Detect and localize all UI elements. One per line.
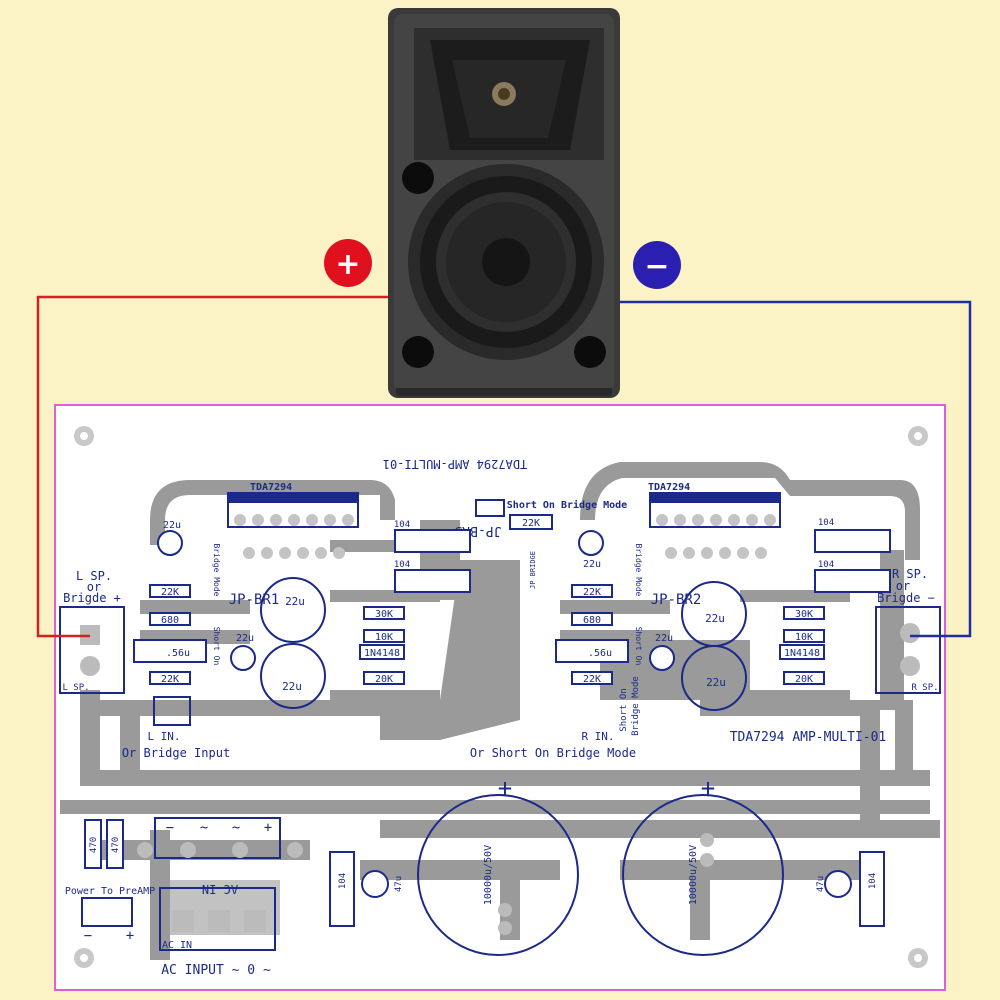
silkscreen: TDA7294 AMP-MULTI-01 TDA7294 AMP-MULTI-0… xyxy=(65,457,886,978)
left-r22k: 22K xyxy=(161,587,179,598)
negative-badge: − xyxy=(633,241,681,289)
bridge-plus: + xyxy=(264,820,272,836)
left-sp-1: L SP. xyxy=(76,569,112,583)
left-c104-1: 104 xyxy=(394,520,410,530)
ac-in-label: AC IN xyxy=(162,940,192,951)
right-ic-label: TDA7294 xyxy=(648,482,690,493)
right-cap-big-2: 22u xyxy=(706,676,726,689)
right-in-label: R IN. xyxy=(581,730,614,743)
left-cap-22u-top: 22u xyxy=(163,520,181,531)
left-mirror-1: Bridge Mode xyxy=(212,544,221,597)
left-cap-big-1: 22u xyxy=(285,595,305,608)
left-r10k: 10K xyxy=(375,632,393,643)
left-r680: 680 xyxy=(161,615,179,626)
minus-badge-label: − xyxy=(644,249,669,284)
right-r680: 680 xyxy=(583,615,601,626)
board-title-right: TDA7294 AMP-MULTI-01 xyxy=(730,730,887,745)
left-r30k: 30K xyxy=(375,609,393,620)
ac-input-caption: AC INPUT ~ 0 ~ xyxy=(161,963,271,978)
right-cap-22u-top: 22u xyxy=(583,559,601,570)
bridge-resistor: 22K xyxy=(475,499,553,530)
left-jumper: JP-BR1 xyxy=(229,592,280,608)
right-sp-3: Brigde − xyxy=(877,591,935,605)
plus-badge-label: + xyxy=(335,247,360,282)
left-input-caption: Or Bridge Input xyxy=(122,746,230,760)
left-diode: 1N4148 xyxy=(364,648,400,659)
speaker-cabinet xyxy=(388,8,620,398)
big-cap-right-plus: + xyxy=(701,774,715,802)
right-sp-1: R SP. xyxy=(892,567,928,581)
right-diode: 1N4148 xyxy=(784,648,820,659)
right-r20k: 20K xyxy=(795,674,813,685)
positive-badge: + xyxy=(324,239,372,287)
bridge-ac2: ~ xyxy=(232,820,240,836)
right-r30k: 30K xyxy=(795,609,813,620)
short-on-bridge-top: Short On Bridge Mode xyxy=(507,499,627,511)
big-cap-right: 10000u/50V + xyxy=(622,774,784,956)
bridge-minus: − xyxy=(166,820,174,836)
left-mirror-2: Short On xyxy=(212,627,221,666)
bridge-rectifier: − ~ ~ + xyxy=(137,817,303,859)
bridge-resistor-label: 22K xyxy=(522,518,540,529)
preamp-resistors: 470 470 xyxy=(81,819,133,927)
r470-a: 470 xyxy=(89,837,99,853)
pcb-board: TDA7294 AMP-MULTI-01 TDA7294 AMP-MULTI-0… xyxy=(54,404,946,991)
big-cap-left-plus: + xyxy=(498,774,512,802)
right-cap-big-1: 22u xyxy=(705,612,725,625)
r-bridge-mode: Bridge Mode xyxy=(631,676,641,736)
left-sp-3: Brigde + xyxy=(63,591,121,605)
right-mirror-1: Bridge Mode xyxy=(634,544,643,597)
right-mirror-2: Short On xyxy=(634,627,643,666)
jp-bridge-label: JP BRIDGE xyxy=(529,551,537,589)
c47u-right-label: 47u xyxy=(816,876,826,892)
ac-in-connector xyxy=(159,887,276,951)
big-cap-left-label: 10000u/50V xyxy=(483,845,494,905)
ic-pins xyxy=(234,514,776,559)
left-channel: TDA7294 JP-BR1 L SP. or Brigde + L SP. L… xyxy=(59,482,471,743)
copper-traces xyxy=(60,462,940,960)
c47u-right: 47u xyxy=(816,870,852,898)
right-jumper: JP-BR2 xyxy=(651,592,702,608)
r-short-on: Short On xyxy=(619,688,629,731)
right-sp-small: R SP. xyxy=(911,683,938,693)
left-cap-big-2: 22u xyxy=(282,680,302,693)
c47u-left: 47u xyxy=(361,870,404,898)
positive-wire xyxy=(36,295,388,638)
board-title-top: TDA7294 AMP-MULTI-01 xyxy=(383,457,528,471)
left-c56: .56u xyxy=(166,648,190,659)
power-to-preamp: Power To PreAMP xyxy=(65,886,155,897)
right-r22k: 22K xyxy=(583,587,601,598)
r470-b: 470 xyxy=(111,837,121,853)
left-c104-2: 104 xyxy=(394,560,410,570)
left-ic-label: TDA7294 xyxy=(250,482,292,493)
left-in-label: L IN. xyxy=(147,730,180,743)
left-cap-small: 22u xyxy=(236,633,254,644)
bridge-ac1: ~ xyxy=(200,820,208,836)
left-sp-small: L SP. xyxy=(62,683,89,693)
negative-wire xyxy=(620,300,972,638)
left-sp-2: or xyxy=(87,580,101,594)
right-r22k-2: 22K xyxy=(583,674,601,685)
right-c56: .56u xyxy=(588,648,612,659)
preamp-minus: − xyxy=(84,928,92,944)
c47u-left-label: 47u xyxy=(394,876,404,892)
c104-power-right-label: 104 xyxy=(868,873,878,889)
big-cap-right-label: 10000u/50V xyxy=(688,845,699,905)
big-cap-left: 10000u/50V + xyxy=(417,774,579,956)
right-sp-2: or xyxy=(896,579,910,593)
c104-power-right: 104 xyxy=(859,851,885,927)
left-r22k-2: 22K xyxy=(161,674,179,685)
bridge-caption: Or Short On Bridge Mode xyxy=(470,746,636,760)
left-r20k: 20K xyxy=(375,674,393,685)
right-cap-small: 22u xyxy=(655,633,673,644)
c104-power-left: 104 xyxy=(329,851,355,927)
c104-power-left-label: 104 xyxy=(338,873,348,889)
right-r10k: 10K xyxy=(795,632,813,643)
right-c104-2: 104 xyxy=(818,560,834,570)
right-channel: TDA7294 JP-BR2 R SP. or Brigde − R SP. R… xyxy=(555,482,941,743)
right-c104-1: 104 xyxy=(818,518,834,528)
preamp-plus: + xyxy=(126,928,134,944)
